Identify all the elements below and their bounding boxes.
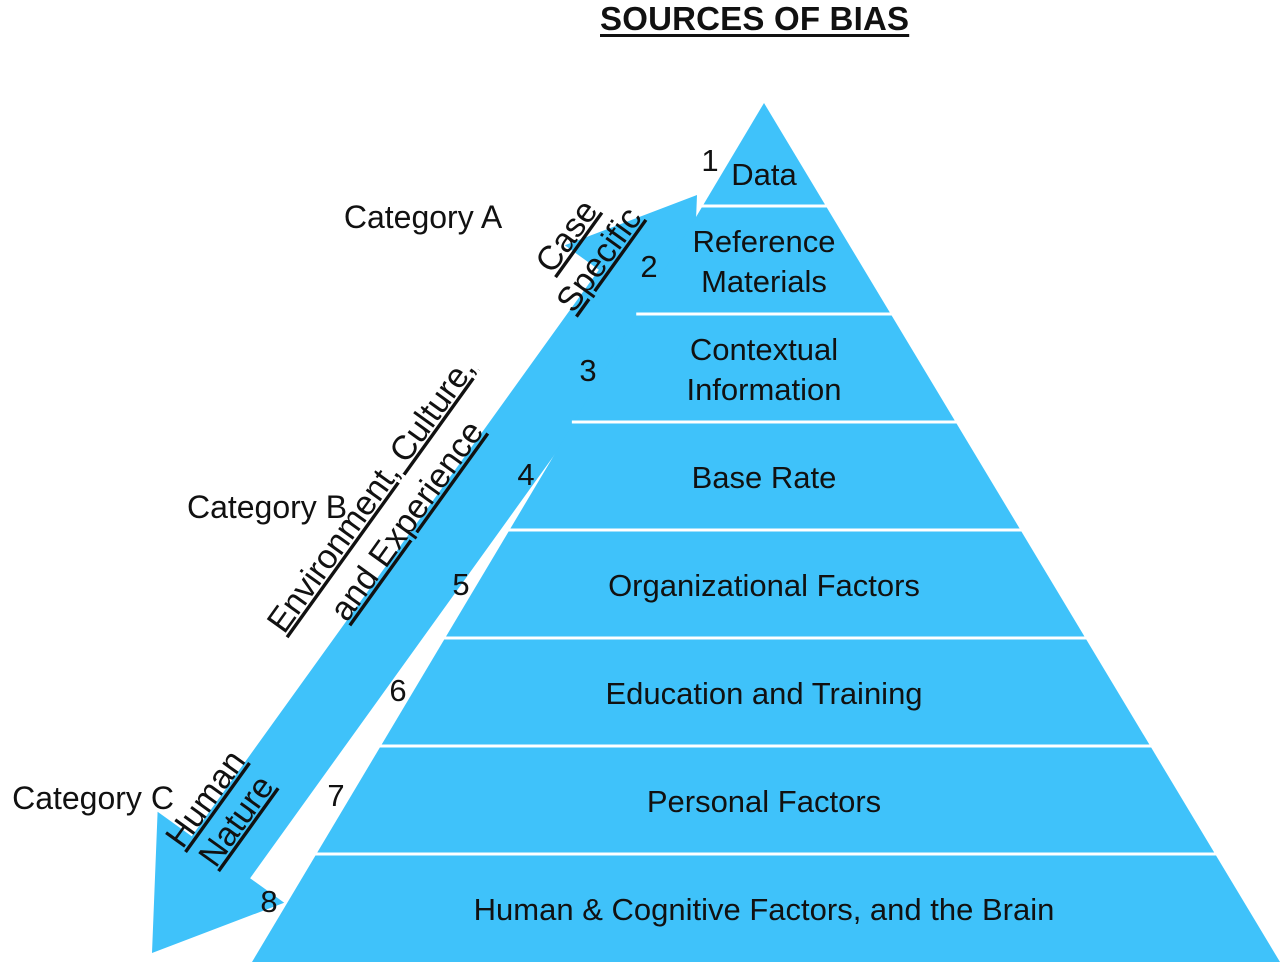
pyramid-tier-1: Data 1 xyxy=(701,143,797,192)
pyramid xyxy=(252,103,1280,962)
tier-number: 7 xyxy=(327,778,344,813)
category-label: Category C xyxy=(12,780,174,816)
tier-label: Base Rate xyxy=(692,460,837,495)
category-label: Category B xyxy=(187,489,347,525)
tier-number: 6 xyxy=(389,673,406,708)
tier-label: Data xyxy=(731,157,797,192)
category-label: Category A xyxy=(344,199,503,235)
tier-number: 5 xyxy=(452,567,469,602)
tier-label: Organizational Factors xyxy=(608,568,920,603)
tier-number: 4 xyxy=(517,457,534,492)
tier-label: Information xyxy=(686,372,841,407)
pyramid-tier-5: Organizational Factors 5 xyxy=(452,567,920,603)
tier-number: 3 xyxy=(579,353,596,388)
tier-label: Education and Training xyxy=(605,676,922,711)
tier-label: Reference xyxy=(692,224,835,259)
tier-label: Contextual xyxy=(690,332,838,367)
pyramid-tier-8: Human & Cognitive Factors, and the Brain… xyxy=(260,884,1054,927)
tier-number: 1 xyxy=(701,143,718,178)
pyramid-tier-6: Education and Training 6 xyxy=(389,673,922,711)
tier-label: Materials xyxy=(701,264,827,299)
tier-label: Personal Factors xyxy=(647,784,881,819)
pyramid-tier-7: Personal Factors 7 xyxy=(327,778,881,819)
tier-number: 8 xyxy=(260,884,277,919)
tier-number: 2 xyxy=(640,249,657,284)
diagram-title: SOURCES OF BIAS xyxy=(600,0,910,37)
double-headed-arrow xyxy=(152,195,697,953)
pyramid-tier-4: Base Rate 4 xyxy=(517,457,836,495)
category-arrow xyxy=(152,195,697,953)
tier-label: Human & Cognitive Factors, and the Brain xyxy=(474,892,1055,927)
